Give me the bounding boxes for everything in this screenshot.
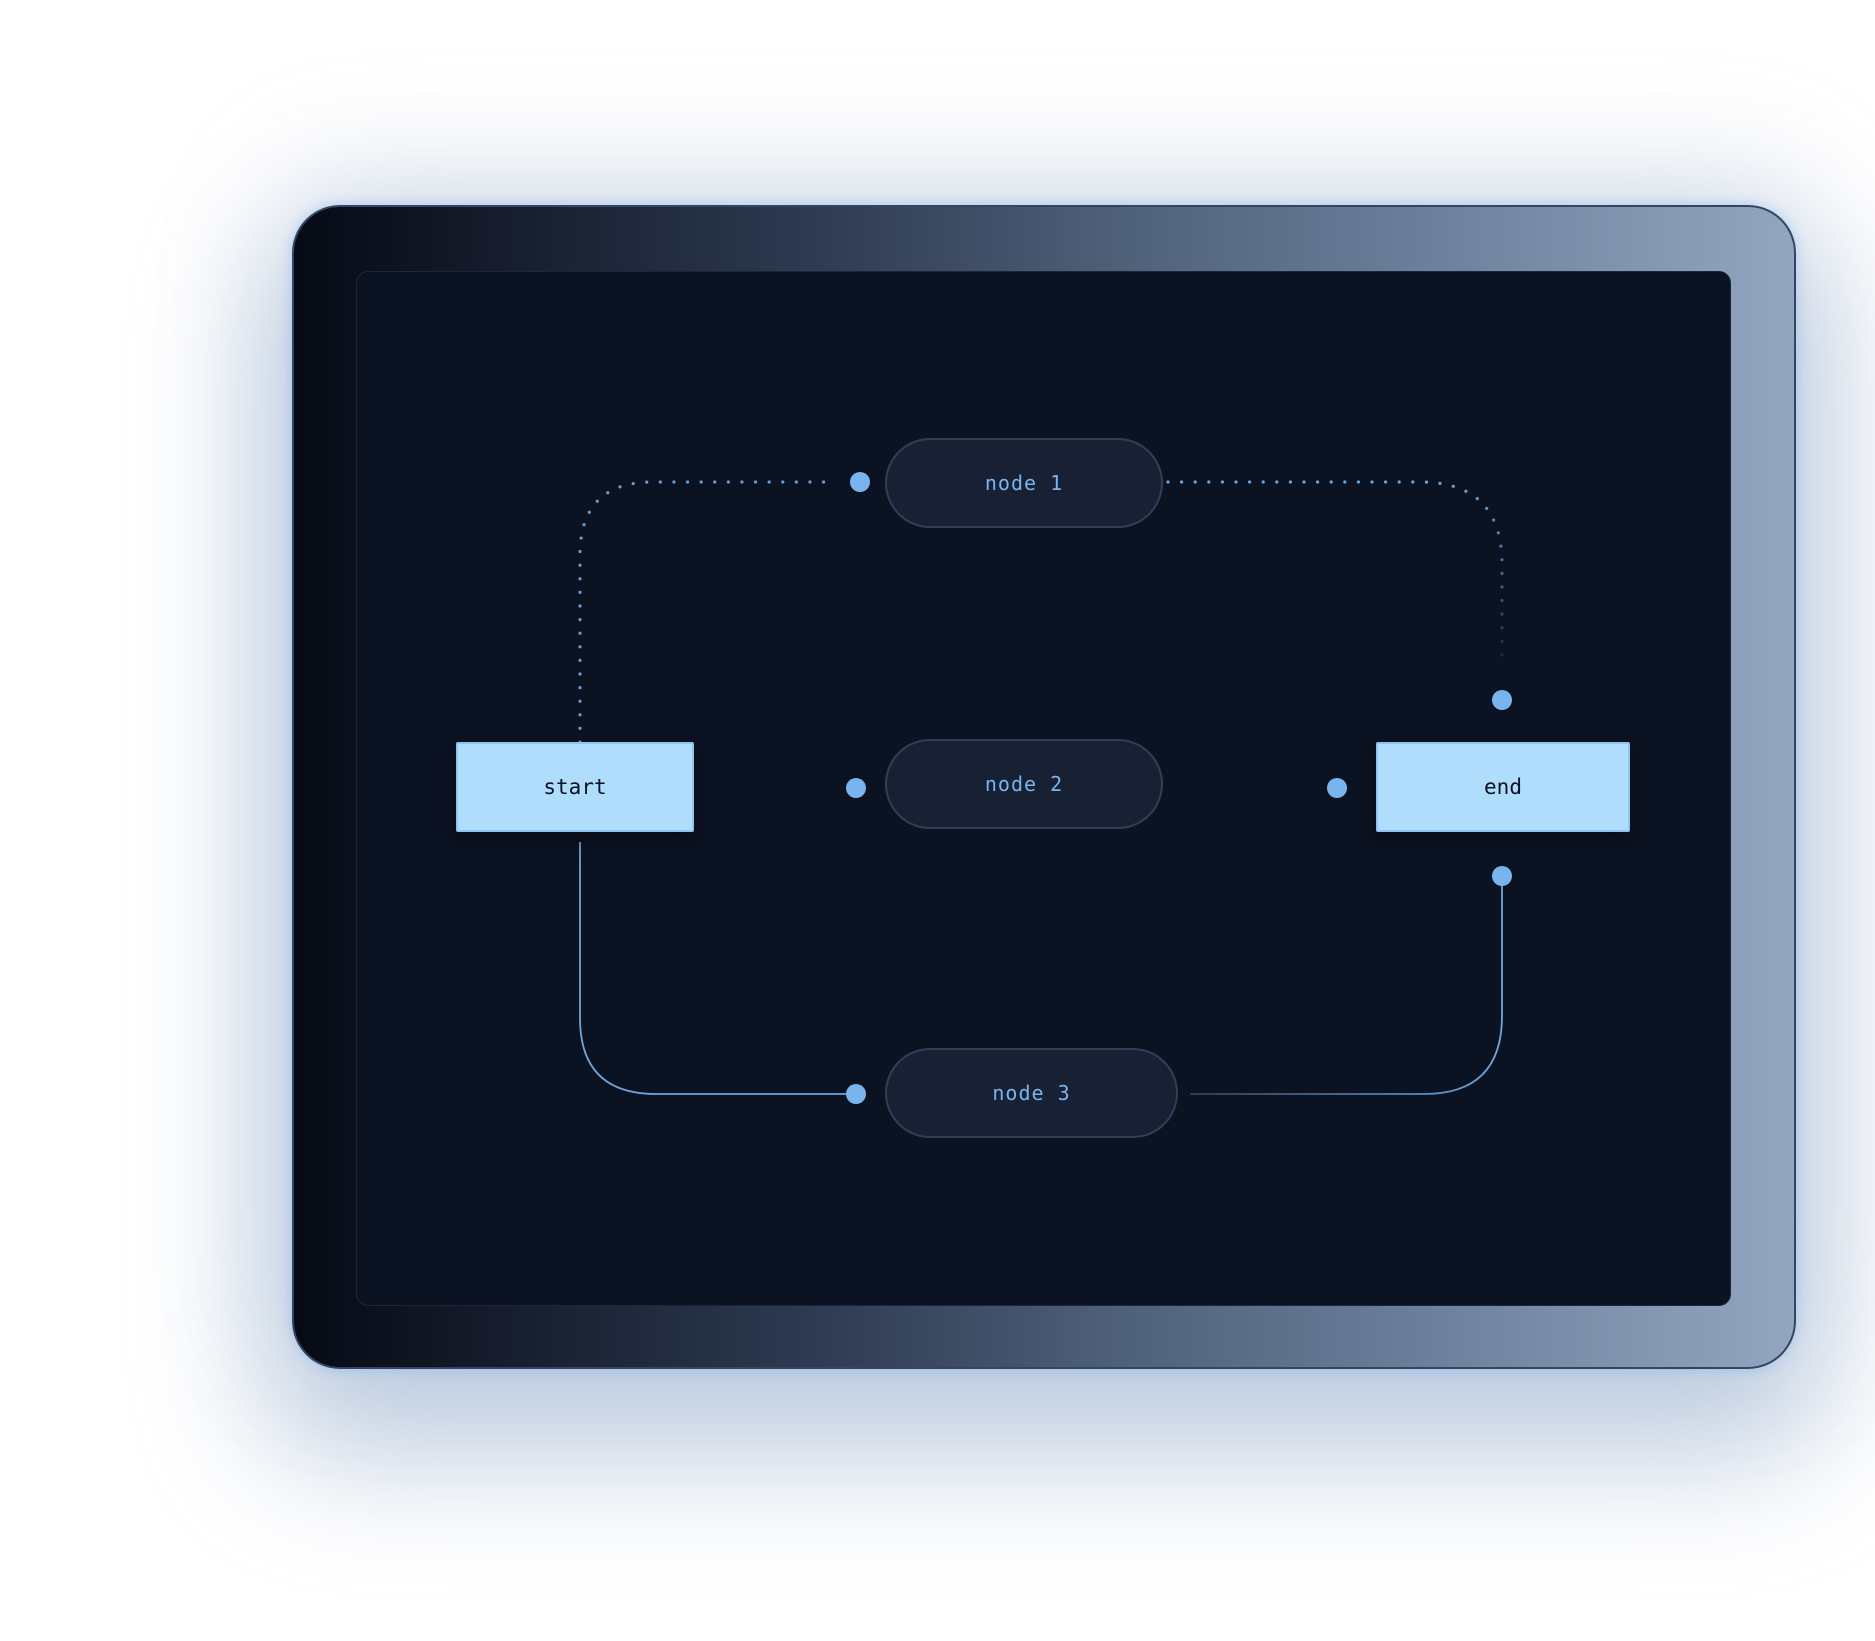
- edge-endpoint-dot: [846, 1084, 866, 1104]
- edge-endpoint-dot: [1492, 866, 1512, 886]
- start-node-label: start: [543, 775, 607, 799]
- edge-start-node3: [579, 842, 846, 1095]
- node-2-label: node 2: [984, 772, 1064, 796]
- node-3-label: node 3: [992, 1081, 1071, 1105]
- edge-node3-end: [1190, 886, 1503, 1095]
- node-1-label: node 1: [984, 471, 1064, 495]
- edge-endpoint-dot: [850, 472, 870, 492]
- edge-endpoint-dot: [1492, 690, 1512, 710]
- edge-endpoint-dot: [846, 778, 866, 798]
- start-node[interactable]: start: [456, 742, 694, 832]
- edge-start-node1: [578, 480, 837, 744]
- node-2[interactable]: node 2: [885, 739, 1163, 829]
- end-node-label: end: [1484, 775, 1522, 799]
- edge-node1-end: [1166, 480, 1504, 667]
- node-3[interactable]: node 3: [885, 1048, 1178, 1138]
- end-node[interactable]: end: [1376, 742, 1630, 832]
- node-1[interactable]: node 1: [885, 438, 1163, 528]
- edge-endpoint-dot: [1327, 778, 1347, 798]
